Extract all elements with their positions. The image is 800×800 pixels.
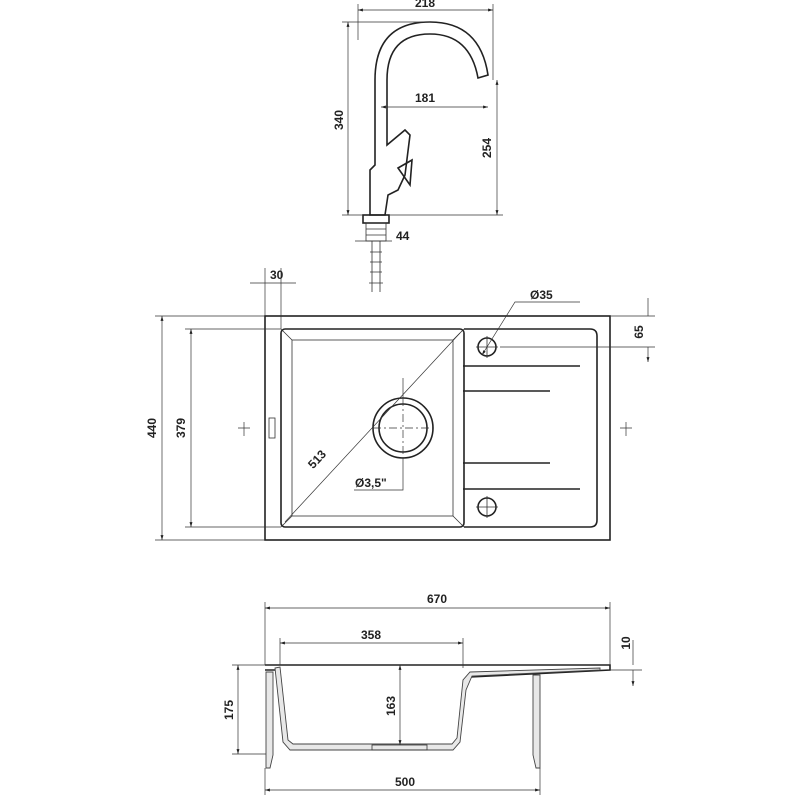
dim-bowl-depth: 379: [174, 418, 188, 438]
drainboard: [464, 328, 598, 528]
faucet-body: [369, 21, 489, 216]
section-wall: [274, 666, 601, 751]
bowl-inner: [291, 339, 454, 517]
dim-tap-hole-diameter: Ø35: [530, 288, 553, 302]
dim-tap-hole-offset: 65: [632, 325, 646, 339]
drainboard-ribs: [463, 365, 580, 490]
supply-hose: [369, 241, 383, 292]
drain-section: [371, 744, 428, 751]
dim-drain: Ø3,5": [355, 476, 387, 490]
dim-faucet-reach: 181: [415, 91, 435, 105]
dim-bowl-width: 358: [361, 628, 381, 642]
dim-rim: 10: [619, 636, 633, 650]
overflow-slot: [268, 417, 276, 439]
bowl-outer: [280, 328, 465, 528]
cabinet-wall-left: [265, 671, 274, 769]
faucet-base: [362, 214, 390, 224]
dim-faucet-width: 218: [415, 0, 435, 10]
faucet-thread: [365, 222, 387, 242]
faucet-view: 218 340 181 254 44: [332, 0, 503, 292]
sink-plan-view: 30 440 379 513 Ø3,5" Ø35 65: [145, 268, 655, 541]
dim-depth: 440: [145, 418, 159, 438]
dim-top-offset: 30: [270, 268, 284, 282]
faucet-lever: [396, 158, 413, 188]
section-profile: [265, 664, 611, 749]
sink-outline: [264, 315, 611, 541]
dim-tap-hole: 44: [396, 229, 410, 243]
drain-inner: [378, 403, 428, 453]
sink-section-view: 670 358 10 175 163 500: [222, 592, 642, 795]
dim-diagonal: 513: [305, 447, 329, 471]
dim-spout-height: 254: [480, 138, 494, 158]
dim-height: 175: [222, 700, 236, 720]
dim-bowl-height: 163: [384, 696, 398, 716]
cabinet-wall-right: [532, 674, 541, 769]
dim-cabinet: 500: [395, 775, 415, 789]
dim-faucet-height: 340: [332, 110, 346, 130]
dim-total-width: 670: [427, 592, 447, 606]
